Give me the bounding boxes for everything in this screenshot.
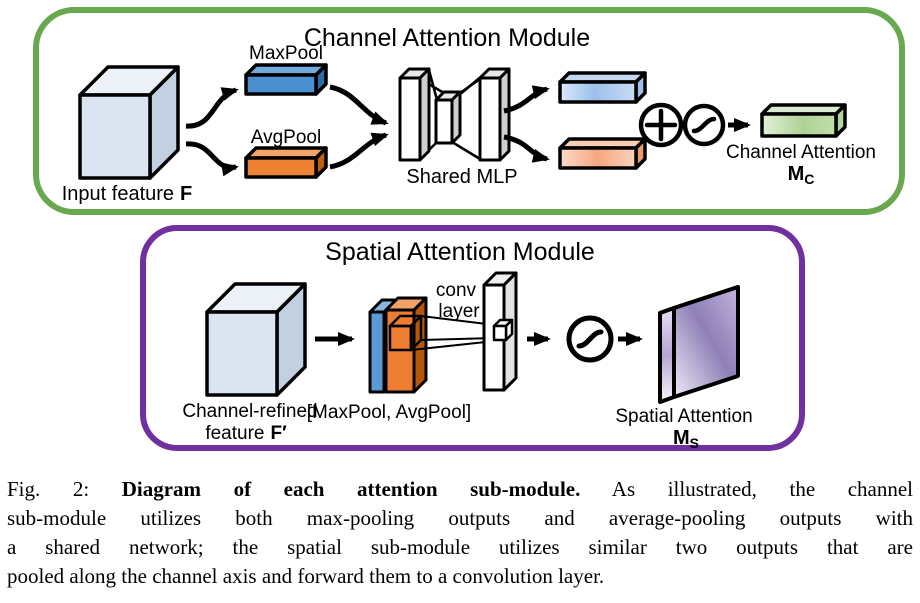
conv-layer-label-line1: conv	[436, 280, 477, 301]
caption-bold-title: Diagram of each attention sub-module.	[121, 477, 581, 501]
maxpool-bar	[244, 63, 328, 96]
pool-concat-label: [MaxPool, AvgPool]	[307, 402, 471, 423]
shared-mlp	[398, 67, 511, 162]
avgpool-bar	[244, 146, 328, 179]
channel-refined-cube	[205, 282, 307, 397]
caption-line-3: a shared network; the spatial sub-module…	[7, 535, 913, 559]
caption-line-1-rest: As illustrated, the channel	[580, 477, 913, 501]
figure-caption: Fig. 2: Diagram of each attention sub-mo…	[0, 475, 920, 591]
refined-cube-front-face	[205, 310, 279, 397]
refined-feature-label-line1: Channel-refined	[182, 401, 317, 422]
channel-attention-label: Channel Attention	[726, 142, 876, 163]
arrow-mlp-to-avg-output	[503, 134, 550, 163]
shared-mlp-label: Shared MLP	[406, 166, 517, 188]
channel-attention-symbol: MC	[788, 163, 815, 187]
caption-line-1: Fig. 2: Diagram of each attention sub-mo…	[7, 475, 913, 504]
input-feature-cube	[78, 65, 180, 180]
conv-layer-label-line2: layer	[438, 301, 480, 322]
spatial-attention-symbol: MS	[673, 427, 699, 451]
conv-kernel-cube-small	[492, 318, 514, 342]
arrow-avgpool-to-mlp	[329, 132, 389, 170]
mlp-right-bar-front	[478, 76, 502, 162]
caption-fig-label: Fig. 2:	[7, 477, 122, 501]
channel-module-title: Channel Attention Module	[304, 24, 590, 52]
max-output-bar	[558, 71, 647, 104]
caption-line-4: pooled along the channel axis and forwar…	[7, 564, 605, 588]
avgpool-bar-front	[244, 156, 318, 179]
arrow-cube-to-maxpool	[185, 87, 239, 129]
arrow-maxpool-to-mlp	[329, 84, 389, 126]
spatial-attention-slab-face	[672, 285, 740, 399]
sigmoid-icon-spatial	[566, 315, 614, 363]
spatial-attention-slab-edge	[658, 306, 676, 404]
avgpool-label: AvgPool	[251, 127, 321, 148]
maxpool-label: MaxPool	[249, 43, 323, 64]
avg-output-bar	[558, 137, 647, 170]
avg-output-bar-front	[558, 146, 638, 170]
spatial-attention-label: Spatial Attention	[615, 406, 752, 427]
cube-front-face	[78, 93, 152, 180]
maxpool-bar-front	[244, 73, 318, 96]
elementwise-sum-icon	[638, 102, 684, 148]
channel-attention-bar	[760, 103, 847, 138]
max-output-bar-front	[558, 80, 638, 104]
sigmoid-icon	[682, 103, 726, 147]
channel-attention-bar-front	[760, 112, 838, 138]
arrow-cube-to-avgpool	[185, 141, 239, 177]
arrow-mlp-to-max-output	[503, 85, 550, 114]
mlp-middle-bar-front	[434, 98, 454, 145]
spatial-attention-slab	[658, 285, 740, 404]
maxpool-slab-front	[368, 310, 386, 394]
caption-line-2: sub-module utilizes both max-pooling out…	[7, 506, 913, 530]
mlp-left-bar-front	[398, 76, 422, 162]
spatial-module-title: Spatial Attention Module	[325, 238, 595, 266]
